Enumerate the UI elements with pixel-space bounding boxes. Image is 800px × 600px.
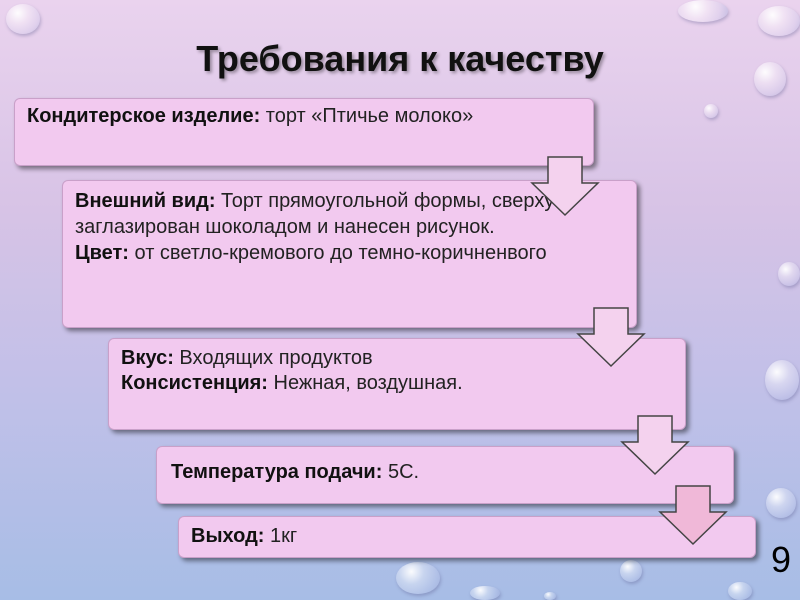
step-yield: Выход: 1кг (178, 516, 756, 558)
water-drop-decoration (704, 104, 718, 118)
down-arrow-icon (530, 156, 600, 217)
water-drop-decoration (470, 586, 500, 600)
step-temperature-text: 5С. (382, 461, 420, 483)
water-drop-decoration (620, 560, 642, 582)
step-appearance-label: Внешний вид: (75, 190, 216, 212)
step-yield-label: Выход: (191, 525, 265, 547)
water-drop-decoration (544, 592, 556, 600)
step-consistency-text: Нежная, воздушная. (267, 372, 463, 394)
step-taste-text: Входящих продуктов (173, 347, 373, 369)
water-drop-decoration (766, 488, 796, 518)
step-appearance-text: Торт прямоугольной формы, сверху заглази… (75, 190, 555, 238)
water-drop-decoration (778, 262, 800, 286)
step-product: Кондитерское изделие: торт «Птичье молок… (14, 98, 594, 166)
down-arrow-icon (620, 415, 690, 476)
down-arrow-icon (658, 485, 728, 546)
step-product-text: торт «Птичье молоко» (260, 105, 474, 127)
water-drop-decoration (396, 562, 440, 594)
water-drop-decoration (728, 582, 752, 600)
slide-number: 9 (771, 539, 792, 580)
step-consistency-label: Консистенция: (121, 372, 268, 394)
step-product-label: Кондитерское изделие: (27, 105, 261, 127)
water-drop-decoration (678, 0, 728, 22)
water-drop-decoration (6, 4, 40, 34)
page-title: Требования к качеству (196, 38, 604, 79)
step-temperature-label: Температура подачи: (171, 461, 383, 483)
step-color-text: от светло-кремового до темно-коричненвог… (128, 242, 547, 264)
step-yield-text: 1кг (264, 525, 298, 547)
down-arrow-icon (576, 307, 646, 368)
step-taste: Вкус: Входящих продуктов Консистенция: Н… (108, 338, 686, 430)
water-drop-decoration (765, 360, 799, 400)
water-drop-decoration (754, 62, 786, 96)
step-color-label: Цвет: (75, 242, 129, 264)
water-drop-decoration (758, 6, 800, 36)
step-appearance: Внешний вид: Торт прямоугольной формы, с… (62, 180, 637, 328)
step-taste-label: Вкус: (121, 347, 174, 369)
